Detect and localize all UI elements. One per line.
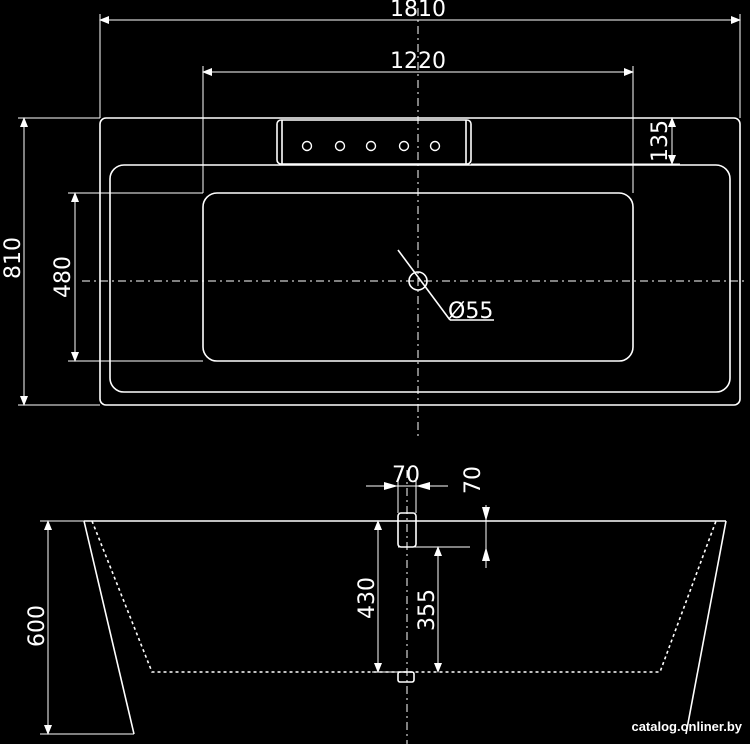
dim-total-height: 600 — [25, 605, 50, 647]
side-view — [40, 470, 727, 744]
dim-inner-width: 480 — [51, 256, 76, 298]
control-panel — [276, 119, 472, 165]
drain-pipe — [397, 671, 415, 683]
dim-total-length: 1810 — [390, 0, 446, 22]
side-outer-shell — [83, 520, 135, 735]
dim-overflow-width: 70 — [392, 463, 420, 488]
plan-outer-rim — [99, 117, 741, 406]
side-inner-basin — [91, 520, 717, 673]
dim-overflow-height: 70 — [461, 466, 486, 494]
dim-total-width: 810 — [1, 237, 26, 279]
dim-water-level: 355 — [415, 589, 440, 631]
plan-inner-rim — [109, 164, 731, 393]
watermark: catalog.onliner.by — [631, 719, 742, 734]
plan-view — [18, 8, 745, 440]
dim-inner-length: 1220 — [390, 49, 446, 74]
control-jets — [301, 140, 441, 152]
dim-drain: Ø55 — [448, 299, 493, 324]
dim-panel-depth: 135 — [648, 120, 673, 162]
dim-inner-depth: 430 — [355, 577, 380, 619]
